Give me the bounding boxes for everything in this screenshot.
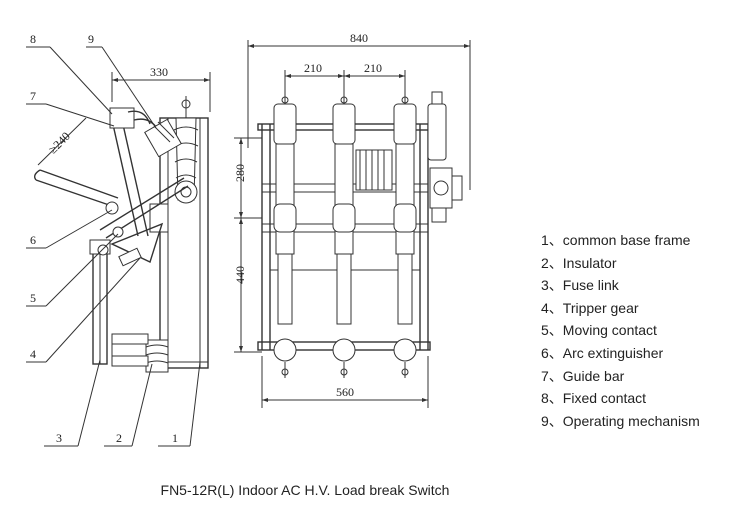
phase-c-shape [393,86,417,378]
callout-7: 7 [30,89,36,103]
legend-item-5: 5、Moving contact [541,322,657,339]
operating-mechanism-shape [427,91,463,223]
callout-4: 4 [30,347,36,361]
callout-8: 8 [30,32,36,46]
side-view: 330 ≥240 [26,32,211,447]
legend: 1、common base frame 2、Insulator 3、Fuse l… [541,229,700,432]
legend-item-2: 2、Insulator [541,254,617,271]
dim-560 [261,356,429,408]
dim-label-210-right: 210 [364,61,382,75]
dim-label-240: ≥240 [46,129,73,156]
legend-item-3: 3、Fuse link [541,277,619,294]
dim-label-840: 840 [350,31,368,45]
phase-b-shape [332,86,356,378]
callout-leaders [26,46,201,447]
callout-6: 6 [30,233,36,247]
legend-item-8: 8、Fixed contact [541,390,647,407]
callout-2: 2 [116,431,122,445]
dim-label-330: 330 [150,65,168,79]
dim-label-560: 560 [336,385,354,399]
dim-label-280: 280 [233,164,247,182]
dim-240-line [37,117,87,166]
callout-3: 3 [56,431,62,445]
callout-1: 1 [172,431,178,445]
legend-item-1: 1、common base frame [541,232,691,248]
dim-label-210-left: 210 [304,61,322,75]
front-view: 840 210 210 280 440 560 [233,31,471,408]
legend-item-4: 4、Tripper gear [541,299,639,316]
callout-9: 9 [88,32,94,46]
dim-330 [111,72,211,112]
arc-extinguisher-shape [109,107,182,158]
figure-caption: FN5-12R(L) Indoor AC H.V. Load break Swi… [160,482,450,498]
moving-contact-shape [33,119,189,267]
legend-item-6: 6、Arc extinguisher [541,344,664,361]
dim-vertical [234,137,262,353]
fuse-holder-shape [355,149,393,191]
phase-a-shape [273,86,297,378]
legend-item-9: 9、Operating mechanism [541,412,700,429]
dim-label-440: 440 [233,266,247,284]
legend-item-7: 7、Guide bar [541,367,625,384]
dim-210-pair [284,70,406,98]
dim-840 [247,40,471,190]
callout-5: 5 [30,291,36,305]
